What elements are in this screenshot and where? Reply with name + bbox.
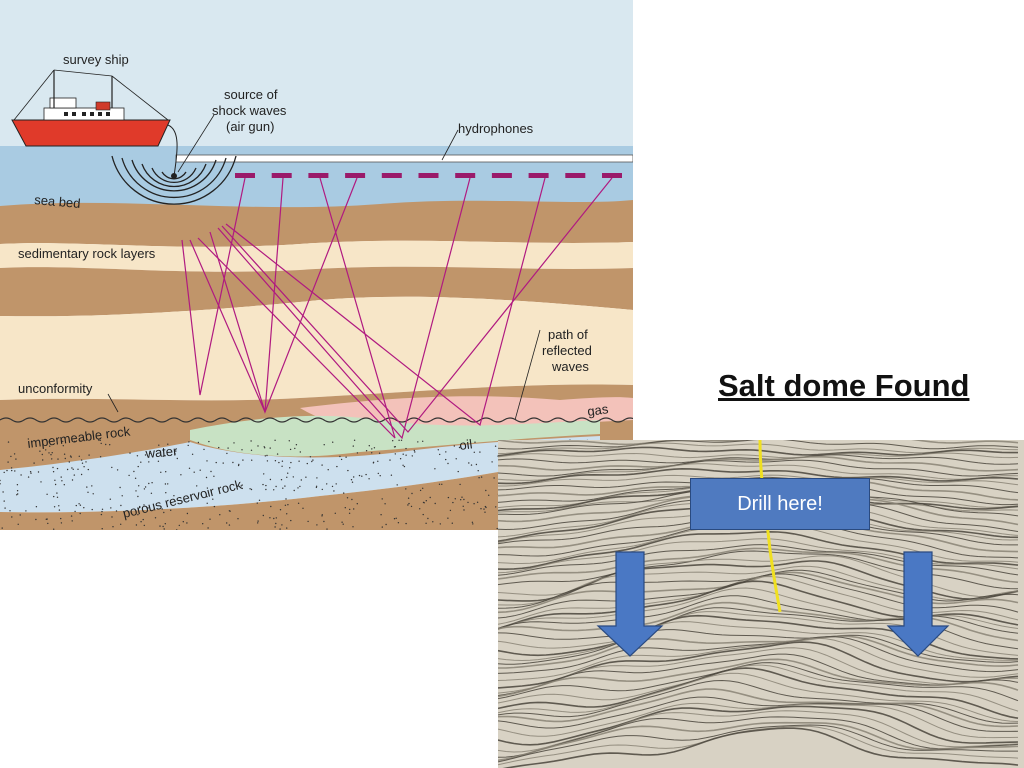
label-path-1: path of [548, 327, 588, 342]
label-oil: oil [458, 436, 473, 453]
hydrophone [308, 173, 328, 178]
label-source-3: (air gun) [226, 119, 274, 134]
label-unconformity: unconformity [18, 381, 93, 396]
layer-seabed [0, 200, 633, 247]
salt-dome-title: Salt dome Found [718, 368, 969, 404]
label-path-2: reflected [542, 343, 592, 358]
label-water: water [144, 443, 179, 461]
label-hydrophones: hydrophones [458, 121, 534, 136]
hydrophone [382, 173, 402, 178]
hydrophone [455, 173, 475, 178]
hydrophone [419, 173, 439, 178]
label-source-1: source of [224, 87, 278, 102]
hydrophone [345, 173, 365, 178]
label-source-2: shock waves [212, 103, 287, 118]
label-survey-ship: survey ship [63, 52, 129, 67]
hydrophone [565, 173, 585, 178]
hydrophone [272, 173, 292, 178]
hydrophone-cable [176, 155, 633, 162]
hydrophone [492, 173, 512, 178]
drill-here-button[interactable]: Drill here! [690, 478, 870, 530]
hydrophone [235, 173, 255, 178]
label-path-3: waves [551, 359, 589, 374]
hydrophone [602, 173, 622, 178]
label-gas: gas [586, 401, 609, 419]
label-sedimentary: sedimentary rock layers [18, 246, 156, 261]
hydrophone [529, 173, 549, 178]
